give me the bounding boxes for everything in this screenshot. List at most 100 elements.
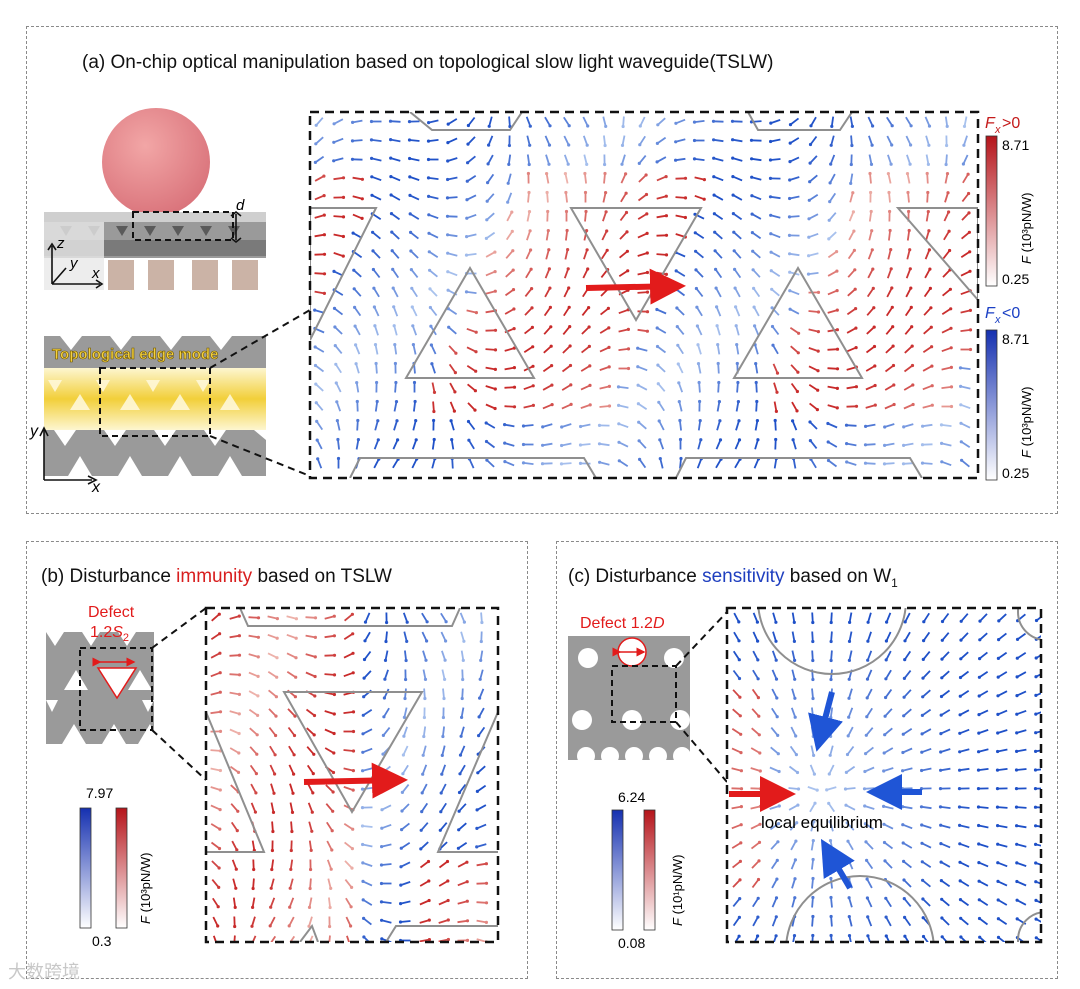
force-vector-head (664, 194, 668, 198)
force-vector (335, 363, 342, 374)
force-vector (656, 136, 667, 145)
force-vector-head (866, 658, 870, 662)
force-vector (333, 215, 344, 218)
force-vector-head (617, 440, 621, 444)
force-vector (542, 384, 553, 391)
force-vector (439, 841, 448, 850)
force-vector-head (1015, 637, 1020, 642)
force-vector (905, 287, 912, 298)
force-vector (868, 154, 873, 165)
force-vector (603, 173, 606, 184)
force-vector-head (733, 286, 737, 290)
force-vector-head (809, 124, 813, 128)
force-vector-head (739, 769, 744, 773)
force-vector (1016, 899, 1027, 906)
force-vector-head (624, 191, 628, 195)
force-vector-head (585, 229, 589, 233)
force-vector (731, 805, 742, 810)
force-vector (735, 344, 740, 355)
force-vector-head (293, 714, 297, 718)
force-vector (230, 821, 239, 832)
force-arrows-a (313, 116, 973, 469)
force-vector-head (750, 175, 754, 179)
force-vector (373, 287, 380, 298)
force-vector (790, 345, 799, 354)
force-vector-head (531, 345, 535, 349)
force-vector-head (678, 418, 682, 423)
force-vector (621, 154, 626, 165)
force-vector-head (853, 268, 857, 272)
force-vector (808, 347, 819, 352)
force-vector (771, 897, 778, 908)
force-vector (941, 898, 950, 907)
force-vector-head (637, 439, 641, 443)
force-vector-head (872, 306, 876, 310)
force-vector (564, 249, 569, 260)
force-vector (314, 233, 325, 238)
force-vector (580, 423, 591, 428)
force-vector-head (890, 143, 894, 147)
force-vector (959, 880, 970, 887)
force-vector (904, 345, 913, 354)
force-vector (345, 897, 352, 908)
force-vector-head (808, 180, 812, 184)
force-vector-head (864, 424, 868, 428)
force-vector (488, 116, 493, 127)
force-vector-head (410, 286, 414, 290)
force-vector (656, 156, 667, 163)
force-vector (731, 767, 742, 772)
force-vector-head (218, 788, 222, 792)
force-vector-head (958, 823, 962, 828)
force-vector (428, 177, 439, 180)
force-vector-head (902, 714, 906, 718)
force-vector (229, 765, 240, 774)
force-vector-head (289, 848, 293, 853)
force-vector-head (754, 362, 758, 366)
force-vector (230, 803, 239, 812)
defect-schematic-b: Defect 1.2S2 (46, 604, 207, 781)
force-vector-head (385, 620, 389, 625)
force-vector (924, 116, 931, 127)
force-vector-head (655, 326, 659, 330)
force-vector (412, 420, 417, 431)
force-vector-head (473, 389, 477, 393)
force-vector (771, 650, 778, 661)
force-vector-head (603, 171, 607, 176)
force-vector-head (977, 916, 982, 921)
force-vector (344, 879, 353, 888)
cbar-c-max: 6.24 (618, 789, 645, 805)
force-vector-head (1014, 805, 1019, 809)
force-vector (392, 458, 399, 469)
force-vector-head (322, 291, 326, 295)
force-vector-head (362, 676, 366, 680)
force-vector-head (432, 390, 437, 394)
force-vector (619, 250, 628, 259)
force-vector (400, 881, 411, 886)
force-vector-head (863, 822, 868, 826)
force-vector-head (908, 248, 912, 252)
force-vector-head (995, 787, 1000, 791)
force-vector-head (847, 715, 851, 719)
force-vector-head (425, 620, 429, 624)
force-vector-head (788, 270, 792, 274)
force-vector-head (432, 409, 436, 414)
force-vector (997, 806, 1008, 809)
force-vector-head (768, 176, 773, 180)
force-vector-head (829, 895, 833, 900)
force-vector (371, 157, 382, 162)
force-vector-head (597, 442, 602, 446)
force-vector (750, 805, 761, 810)
force-vector (288, 897, 295, 908)
force-vector (827, 459, 838, 468)
force-vector-head (737, 419, 741, 423)
force-vector (392, 306, 399, 317)
force-vector (467, 116, 476, 127)
force-vector-head (793, 877, 797, 881)
force-vector (828, 212, 837, 221)
force-vector (404, 688, 407, 699)
force-vector-head (503, 460, 507, 464)
force-vector (697, 344, 702, 355)
force-vector (459, 612, 466, 623)
force-vector-head (527, 162, 531, 167)
force-vector-head (607, 384, 612, 388)
